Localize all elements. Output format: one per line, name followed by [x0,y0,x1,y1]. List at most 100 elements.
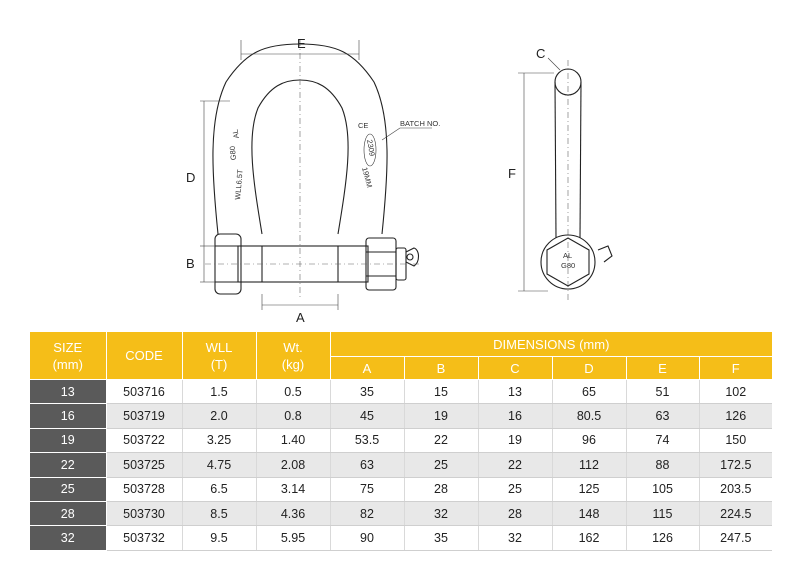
dim-label-F: F [508,166,516,181]
cell-size: 19 [30,428,107,454]
cell-dim-C: 13 [478,379,553,405]
cell-weight: 1.40 [256,428,331,454]
cell-wll: 3.25 [182,428,257,454]
cell-dim-C: 28 [478,501,553,527]
cell-dim-B: 25 [404,452,479,478]
cell-dim-F: 150 [699,428,773,454]
cell-wll: 1.5 [182,379,257,405]
dim-label-C: C [536,46,545,61]
cell-weight: 4.36 [256,501,331,527]
cell-dim-B: 19 [404,403,479,429]
cell-weight: 3.14 [256,477,331,502]
cell-dim-E: 115 [626,501,700,527]
cell-code: 503730 [106,501,183,527]
cell-dim-E: 88 [626,452,700,478]
cell-dim-B: 28 [404,477,479,502]
ce-mark: CE [358,121,368,130]
table-row: 28 503730 8.5 4.36 82 32 28 148 115 224.… [30,501,773,527]
cell-dim-D: 65 [552,379,627,405]
cell-dim-B: 22 [404,428,479,454]
cell-dim-C: 19 [478,428,553,454]
pin-grade-stamp: G80 [561,261,575,270]
cell-dim-F: 102 [699,379,773,405]
cell-size: 32 [30,525,107,551]
cell-dim-A: 63 [330,452,405,478]
shackle-technical-drawing: E D B A BATCH NO. 2309 19MM CE G80 AL WL… [186,36,613,325]
maker-stamp: AL [231,129,241,140]
pin-maker-stamp: AL [563,251,572,260]
cell-dim-C: 22 [478,452,553,478]
table-row: 32 503732 9.5 5.95 90 35 32 162 126 247.… [30,525,773,551]
cell-dim-C: 32 [478,525,553,551]
dim-label-D: D [186,170,195,185]
cell-dim-F: 126 [699,403,773,429]
cell-code: 503725 [106,452,183,478]
pin-head-hex [546,237,590,287]
shackle-spec-table: SIZE(mm) CODE WLL(T) Wt.(kg) DIMENSIONS … [30,332,773,551]
cell-code: 503716 [106,379,183,405]
grade-stamp: G80 [228,146,238,161]
cell-wll: 2.0 [182,403,257,429]
table-row: 22 503725 4.75 2.08 63 25 22 112 88 172.… [30,452,773,478]
cell-dim-A: 45 [330,403,405,429]
cell-code: 503732 [106,525,183,551]
cotter-pin [405,247,420,267]
header-wll: WLL(T) [182,332,257,380]
cell-weight: 0.8 [256,403,331,429]
cell-dim-A: 82 [330,501,405,527]
cell-dim-E: 51 [626,379,700,405]
header-dim-B: B [404,356,479,380]
cell-dim-D: 125 [552,477,627,502]
cell-dim-E: 63 [626,403,700,429]
header-size: SIZE(mm) [30,332,107,380]
cell-dim-E: 74 [626,428,700,454]
cell-code: 503728 [106,477,183,502]
cell-dim-B: 35 [404,525,479,551]
cell-dim-B: 32 [404,501,479,527]
dim-label-B: B [186,256,195,271]
table-row: 16 503719 2.0 0.8 45 19 16 80.5 63 126 [30,403,773,429]
cell-dim-E: 105 [626,477,700,502]
cell-dim-A: 35 [330,379,405,405]
header-dimensions: DIMENSIONS (mm) [330,332,773,357]
wll-stamp: WLL6.5T [233,169,245,201]
shackle-pin [237,245,369,283]
dim-label-A: A [296,310,305,325]
header-dim-F: F [699,356,773,380]
cell-dim-D: 80.5 [552,403,627,429]
dim-label-E: E [297,36,306,51]
cell-size: 13 [30,379,107,405]
cell-dim-D: 96 [552,428,627,454]
pin-head-circle [540,234,596,290]
header-code: CODE [106,332,183,380]
header-dim-D: D [552,356,627,380]
cell-dim-F: 203.5 [699,477,773,502]
header-dim-C: C [478,356,553,380]
size-stamp: 19MM [360,166,374,188]
cell-dim-F: 172.5 [699,452,773,478]
cell-wll: 8.5 [182,501,257,527]
cell-dim-C: 16 [478,403,553,429]
cell-weight: 0.5 [256,379,331,405]
table-row: 13 503716 1.5 0.5 35 15 13 65 51 102 [30,379,773,405]
cell-dim-F: 247.5 [699,525,773,551]
cell-dim-C: 25 [478,477,553,502]
cell-wll: 6.5 [182,477,257,502]
cell-size: 16 [30,403,107,429]
cell-dim-B: 15 [404,379,479,405]
cell-wll: 9.5 [182,525,257,551]
cell-dim-D: 148 [552,501,627,527]
cell-dim-F: 224.5 [699,501,773,527]
table-row: 19 503722 3.25 1.40 53.5 22 19 96 74 150 [30,428,773,454]
cell-size: 28 [30,501,107,527]
cell-dim-D: 112 [552,452,627,478]
batch-code-stamp: 2309 [365,139,377,157]
cell-size: 25 [30,477,107,502]
cell-code: 503719 [106,403,183,429]
cell-dim-A: 75 [330,477,405,502]
cell-dim-E: 126 [626,525,700,551]
header-weight: Wt.(kg) [256,332,331,380]
cell-weight: 5.95 [256,525,331,551]
header-dim-E: E [626,356,700,380]
cell-dim-D: 162 [552,525,627,551]
